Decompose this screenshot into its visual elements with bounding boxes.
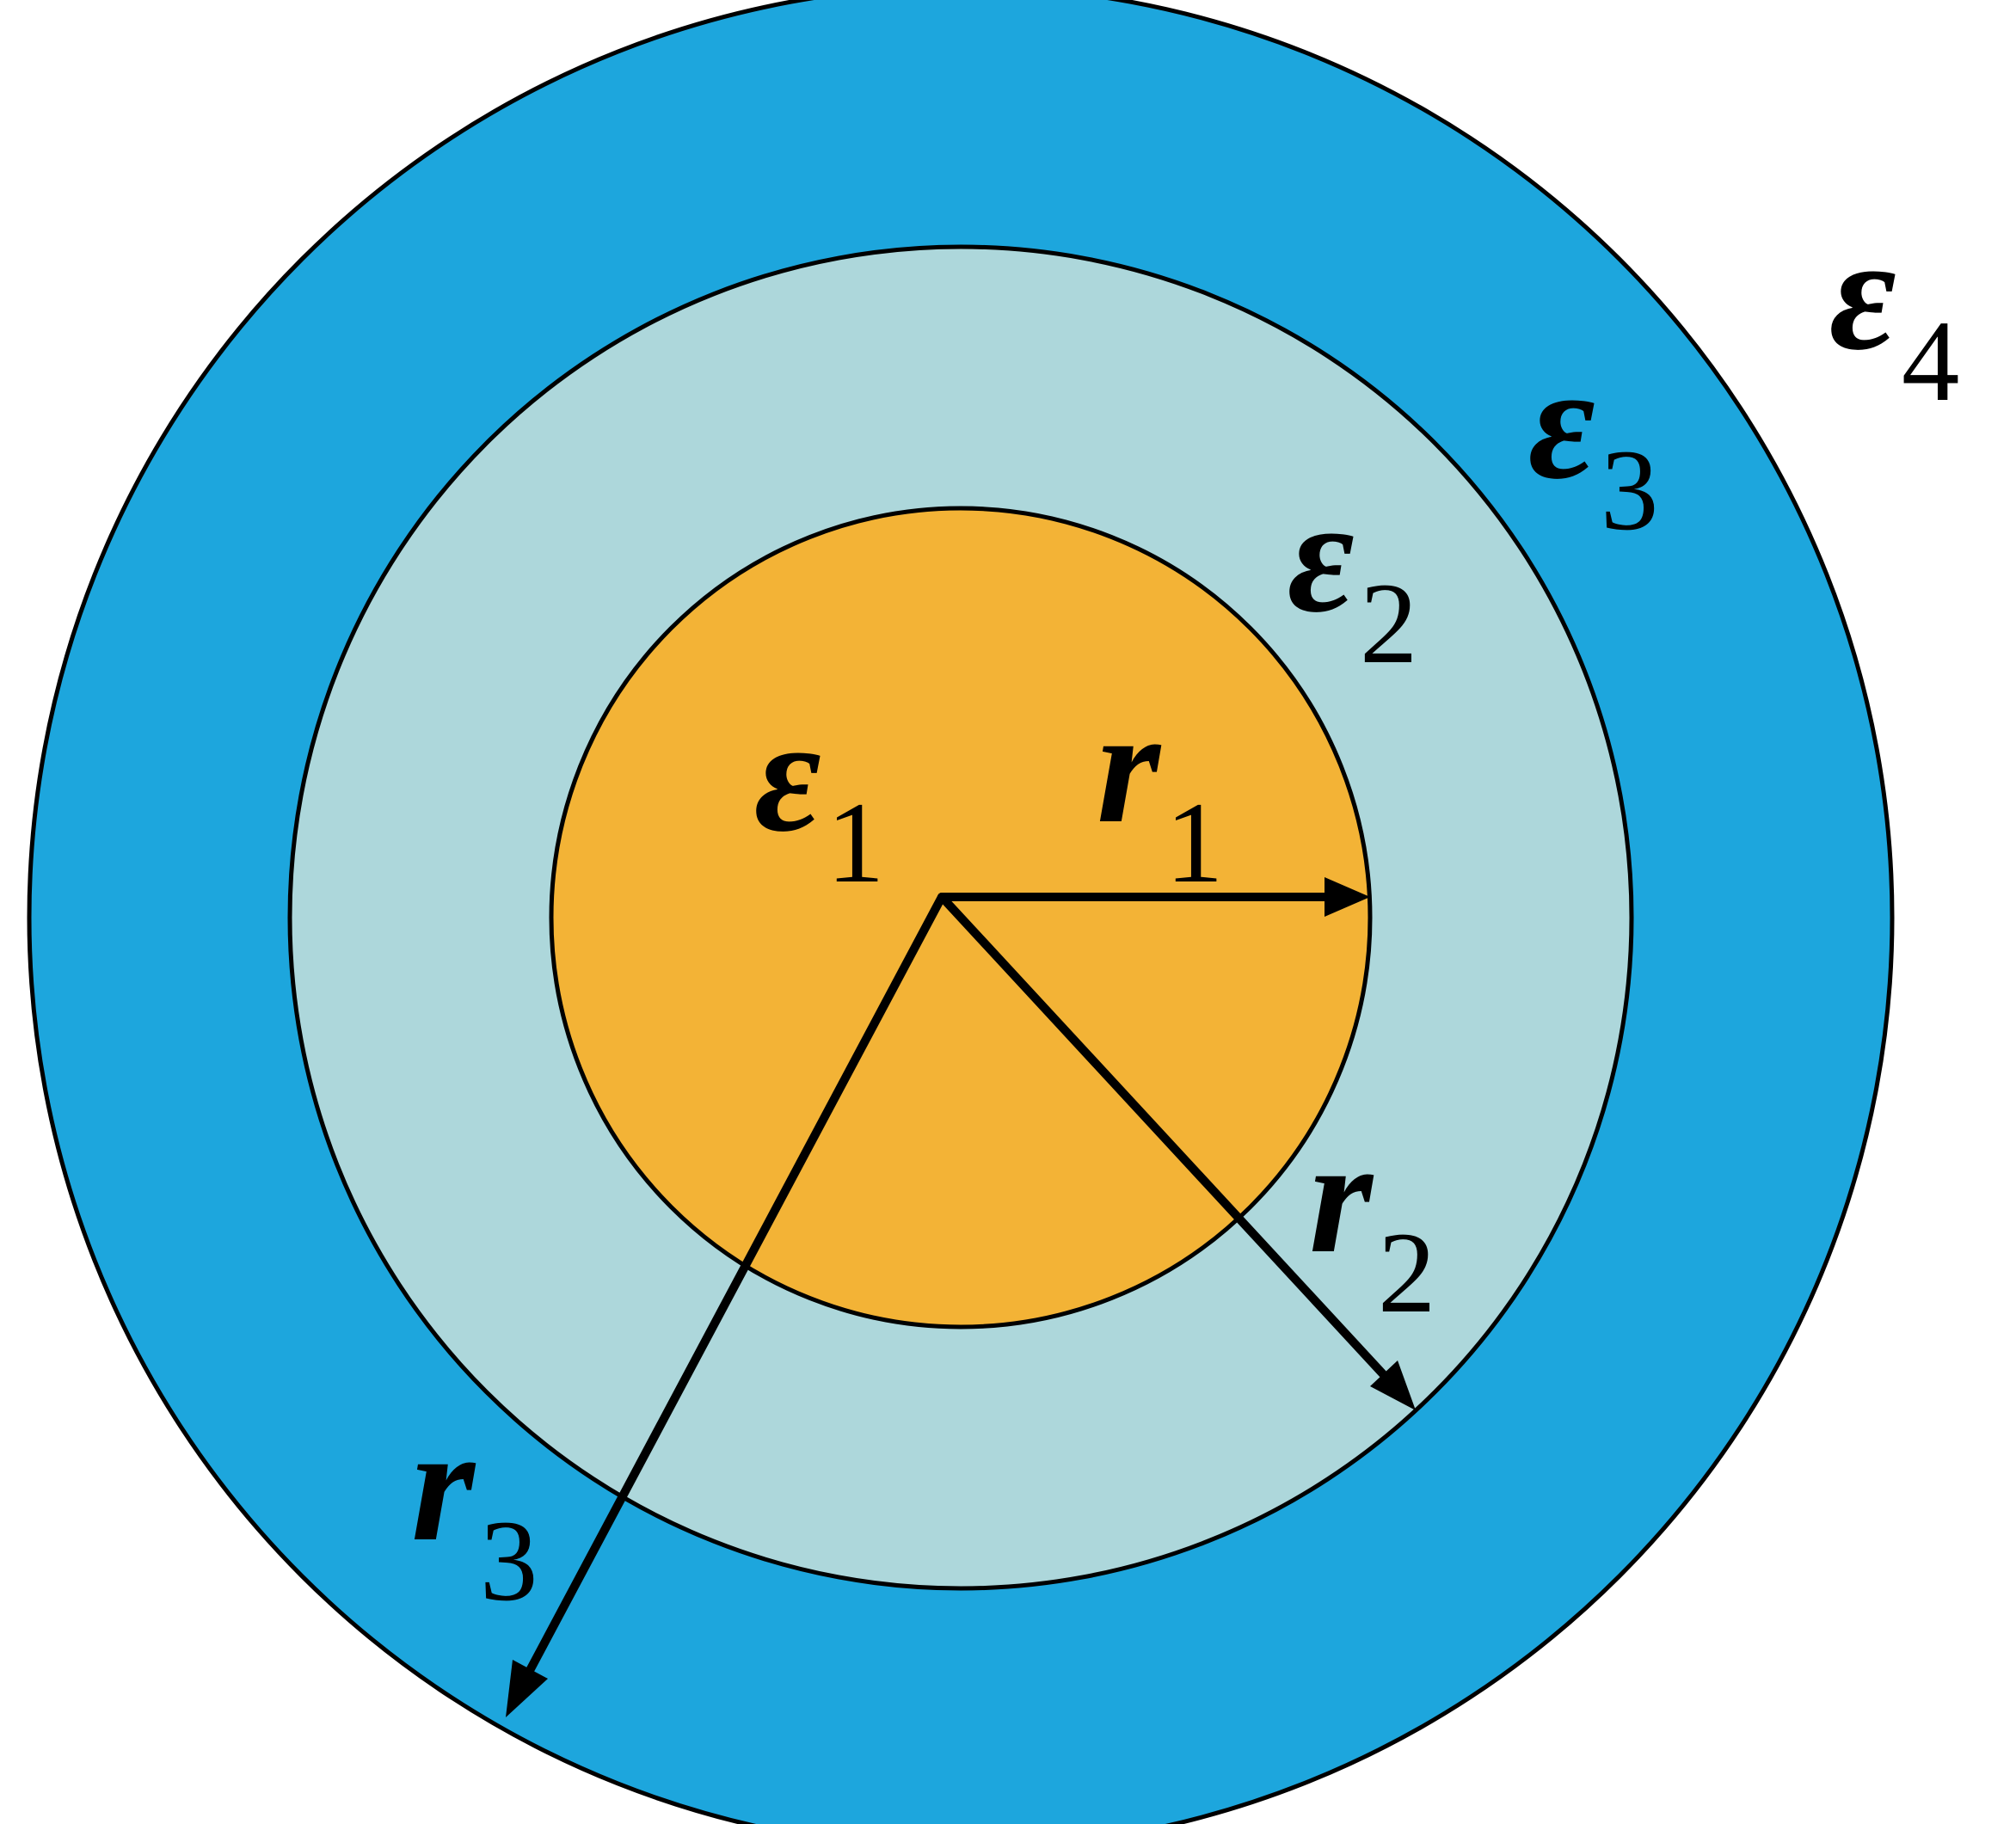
epsilon-2-label: ε2 [1288,466,1417,688]
r2-symbol: r [1309,1107,1374,1287]
r1-subscript: 1 [1165,779,1224,907]
radius-arrow-r2 [937,893,1416,1410]
epsilon-4-symbol: ε [1829,204,1896,384]
epsilon-1-symbol: ε [754,685,821,866]
epsilon-3-label: ε3 [1528,333,1658,555]
epsilon-1-subscript: 1 [827,779,885,907]
radius-arrow-r3 [506,893,946,1717]
epsilon-1-label: ε1 [754,685,884,907]
epsilon-3-symbol: ε [1528,333,1595,513]
r2-subscript: 2 [1378,1209,1436,1337]
r1-symbol: r [1097,677,1162,857]
epsilon-3-subscript: 3 [1601,427,1659,555]
epsilon-2-symbol: ε [1288,466,1355,647]
epsilon-2-subscript: 2 [1360,560,1418,688]
radius-arrow-r1 [937,877,1370,917]
r2-label: r2 [1309,1107,1435,1337]
r3-label: r3 [411,1395,538,1625]
epsilon-4-label: ε4 [1829,204,1959,426]
r3-subscript: 3 [480,1497,538,1625]
r1-label: r1 [1097,677,1223,907]
r3-symbol: r [411,1395,476,1575]
epsilon-4-subscript: 4 [1902,298,1960,426]
